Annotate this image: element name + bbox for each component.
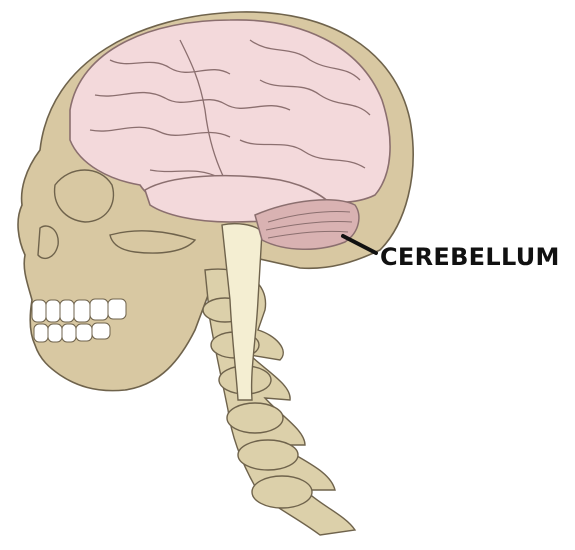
cervical-spine <box>203 269 355 535</box>
lower-teeth <box>34 323 110 342</box>
cerebellum-label: CEREBELLUM <box>380 243 560 271</box>
